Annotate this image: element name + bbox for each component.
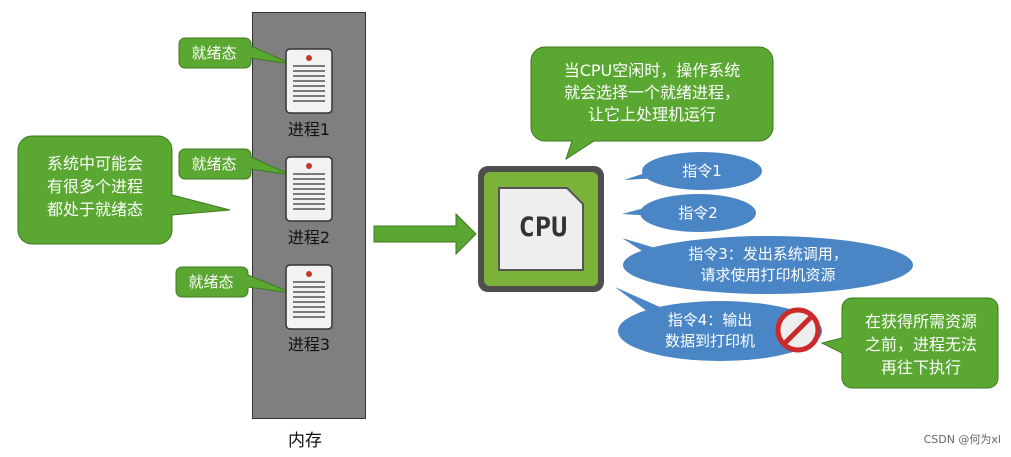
process-document-icon-2 <box>285 156 333 222</box>
instruction-3-line-1: 指令3：发出系统调用， <box>688 245 848 263</box>
memory-label: 内存 <box>288 431 322 451</box>
cpu-callout-line-2: 就会选择一个就绪进程， <box>563 83 740 102</box>
cpu-callout-shape <box>530 46 774 161</box>
instruction-bubble-2 <box>622 194 756 232</box>
instruction-4-line-2: 数据到打印机 <box>664 332 755 350</box>
instruction-text-2: 指令2 <box>678 204 718 222</box>
watermark: CSDN @何为xl <box>923 433 1001 446</box>
state-callout-1 <box>178 37 292 69</box>
left-callout-text: 系统中可能会 有很多个进程 都处于就绪态 <box>22 152 168 221</box>
cpu-chip-icon <box>478 166 604 292</box>
state-callout-2 <box>178 148 292 180</box>
process-label-3: 进程3 <box>287 335 331 354</box>
memory-to-cpu-arrow <box>373 212 477 256</box>
instruction-text-4: 指令4：输出 数据到打印机 <box>640 310 780 352</box>
left-callout-line-2: 有很多个进程 <box>46 177 143 196</box>
process-document-icon-1 <box>285 48 333 114</box>
process-label-1: 进程1 <box>287 120 331 139</box>
instruction-4-line-1: 指令4：输出 <box>667 311 753 329</box>
blocked-callout-text: 在获得所需资源 之前，进程无法 再往下执行 <box>846 310 996 379</box>
state-callout-3 <box>175 266 293 298</box>
process-label-2: 进程2 <box>287 228 331 247</box>
blocked-line-2: 之前，进程无法 <box>864 335 977 354</box>
instruction-3-line-2: 请求使用打印机资源 <box>700 266 836 284</box>
cpu-callout-line-3: 让它上处理机运行 <box>587 105 716 124</box>
instruction-text-3: 指令3：发出系统调用， 请求使用打印机资源 <box>640 244 896 286</box>
blocked-line-3: 再往下执行 <box>880 358 961 377</box>
blocked-line-1: 在获得所需资源 <box>864 312 977 331</box>
cpu-callout-line-1: 当CPU空闲时，操作系统 <box>563 61 741 80</box>
cpu-callout-text: 当CPU空闲时，操作系统 就会选择一个就绪进程， 让它上处理机运行 <box>532 60 772 126</box>
state-label-3: 就绪态 <box>188 273 234 291</box>
left-callout-shape <box>17 135 231 245</box>
prohibited-icon <box>775 307 821 353</box>
instruction-bubble-3 <box>622 236 913 294</box>
blocked-callout-shape <box>820 297 999 389</box>
cpu-label: CPU <box>518 212 568 243</box>
left-callout-line-1: 系统中可能会 <box>46 154 143 173</box>
state-label-2: 就绪态 <box>191 155 237 173</box>
instruction-bubble-4 <box>615 287 822 361</box>
instruction-text-1: 指令1 <box>682 162 722 180</box>
state-label-1: 就绪态 <box>191 44 237 62</box>
left-callout-line-3: 都处于就绪态 <box>46 200 143 219</box>
instruction-bubble-1 <box>624 152 762 190</box>
process-document-icon-3 <box>285 264 333 330</box>
